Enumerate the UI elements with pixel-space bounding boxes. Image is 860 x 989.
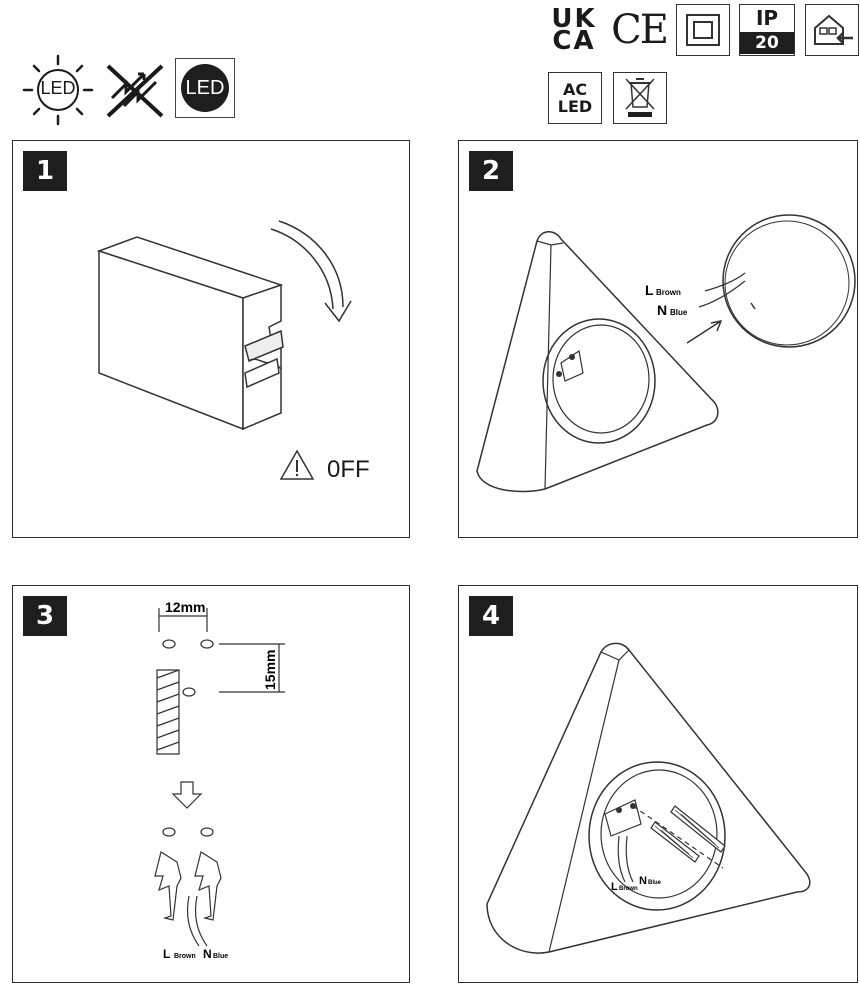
live-color: Brown <box>619 886 638 892</box>
neutral-letter: N <box>203 947 212 961</box>
drilling-template-illustration: 12mm 15mm L Brown N Blue <box>154 599 285 961</box>
neutral-color: Blue <box>670 308 688 317</box>
ac-led-mark: AC LED <box>548 72 602 124</box>
ip-bottom: 20 <box>740 32 794 54</box>
ce-mark: CE <box>611 7 669 53</box>
dimension-horizontal: 12mm <box>165 599 205 615</box>
neutral-letter: N <box>639 875 647 887</box>
ukca-top: UK <box>551 4 597 34</box>
step-number: 4 <box>469 596 513 636</box>
live-letter: L <box>645 282 654 298</box>
step-panel-4: 4 L Brown N Blue <box>458 585 858 983</box>
lamp-diffuser-removal-illustration: L Brown N Blue <box>476 214 856 493</box>
step-number: 3 <box>23 596 67 636</box>
live-color: Brown <box>656 288 681 297</box>
weee-crossed-bin-icon <box>613 72 667 124</box>
step-panel-3: 3 12mm 15mm L Brown N Blue <box>12 585 410 983</box>
ip-top: IP <box>755 6 779 30</box>
ukca-mark: UK CA <box>546 4 602 56</box>
dimension-vertical: 15mm <box>262 650 278 690</box>
neutral-color: Blue <box>213 953 228 960</box>
indoor-use-house-icon <box>805 4 859 56</box>
live-color: Brown <box>174 953 196 960</box>
led-filled-icon: LED <box>181 64 229 112</box>
neutral-color: Blue <box>648 880 662 886</box>
ukca-bottom: CA <box>552 26 596 56</box>
led-filled-label: LED <box>185 77 225 99</box>
off-warning-text: 0FF <box>327 456 370 483</box>
step-number: 2 <box>469 151 513 191</box>
ac-top: AC <box>562 80 588 99</box>
neutral-letter: N <box>657 302 667 318</box>
lamp-screw-mounting-illustration: L Brown N Blue <box>486 642 811 954</box>
no-dimming-crossed-icon <box>106 64 164 118</box>
live-letter: L <box>611 881 618 893</box>
step-number: 1 <box>23 151 67 191</box>
ip20-mark: IP 20 <box>739 4 795 56</box>
class-ii-double-square-icon <box>676 4 730 56</box>
ac-bottom: LED <box>557 97 593 116</box>
led-sun-icon <box>22 54 94 126</box>
step-panel-1: 1 0FF <box>12 140 410 538</box>
live-letter: L <box>163 947 170 961</box>
led-filled-frame <box>175 58 235 118</box>
step-panel-2: 2 L Brown N Blue <box>458 140 858 538</box>
led-sun-label: LED <box>40 78 76 98</box>
fuse-box-switch-illustration: 0FF <box>96 220 370 483</box>
